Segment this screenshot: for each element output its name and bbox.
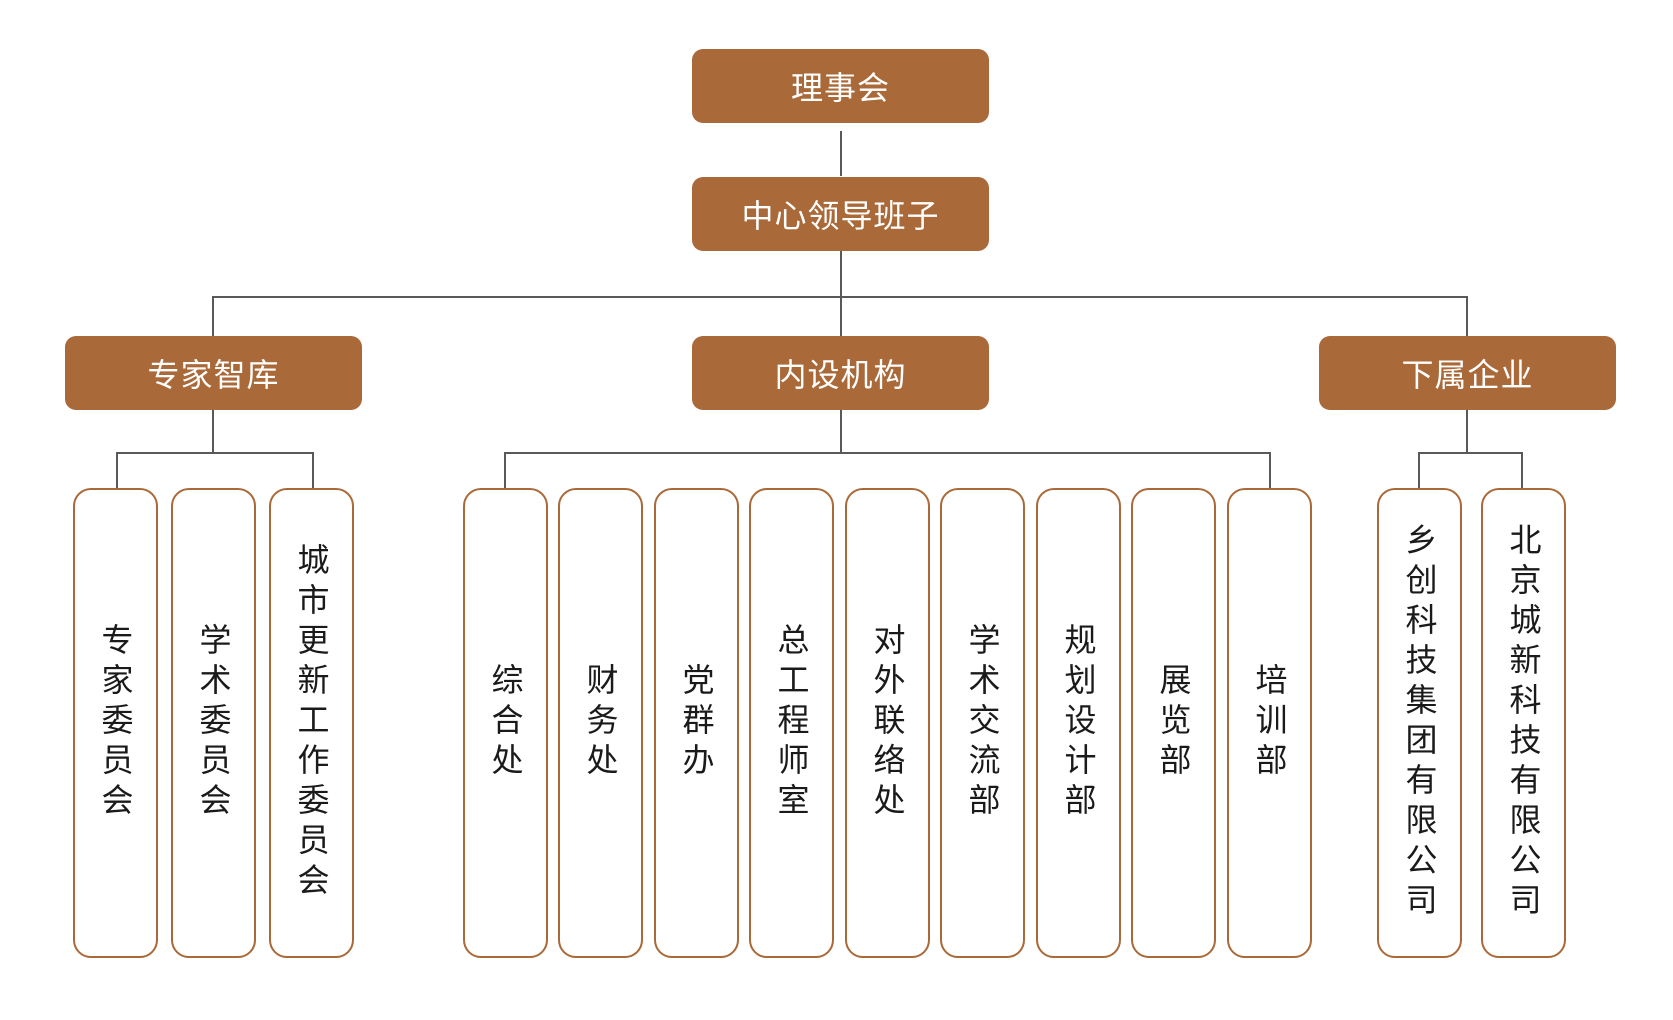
unit-label: 学术委员会 bbox=[194, 623, 233, 823]
connector-unit-2-1 bbox=[504, 452, 506, 488]
unit-label: 财务处 bbox=[581, 663, 620, 783]
root-node: 理事会 bbox=[692, 49, 989, 123]
connector-unit-1-1 bbox=[116, 452, 118, 488]
unit-label: 党群办 bbox=[677, 663, 716, 783]
unit-label: 规划设计部 bbox=[1059, 623, 1098, 823]
connector-groups-bar bbox=[212, 296, 1468, 298]
connector-group-1-down bbox=[212, 410, 214, 454]
unit-label: 总工程师室 bbox=[772, 623, 811, 823]
unit-box: 学术委员会 bbox=[171, 488, 256, 958]
unit-box: 财务处 bbox=[558, 488, 643, 958]
group-node-2: 内设机构 bbox=[692, 336, 989, 410]
unit-box: 专家委员会 bbox=[73, 488, 158, 958]
unit-box: 综合处 bbox=[463, 488, 548, 958]
unit-box: 规划设计部 bbox=[1036, 488, 1121, 958]
group-label: 内设机构 bbox=[774, 356, 907, 394]
unit-label: 专家委员会 bbox=[96, 623, 135, 823]
unit-box: 党群办 bbox=[654, 488, 739, 958]
connector-unit-1-3 bbox=[312, 452, 314, 488]
connector-group-3-bar bbox=[1418, 452, 1523, 454]
connector-unit-3-2 bbox=[1521, 452, 1523, 488]
connector-group-3-down bbox=[1466, 410, 1468, 454]
connector-leadership-down bbox=[840, 250, 842, 336]
root-label: 理事会 bbox=[790, 69, 890, 107]
unit-box: 总工程师室 bbox=[749, 488, 834, 958]
leadership-label: 中心领导班子 bbox=[741, 197, 940, 235]
unit-box: 培训部 bbox=[1227, 488, 1312, 958]
unit-box: 对外联络处 bbox=[845, 488, 930, 958]
unit-label: 展览部 bbox=[1154, 663, 1193, 783]
connector-group-1-bar bbox=[116, 452, 314, 454]
unit-box: 学术交流部 bbox=[940, 488, 1025, 958]
group-label: 专家智库 bbox=[147, 356, 280, 394]
leadership-node: 中心领导班子 bbox=[692, 177, 989, 251]
connector-root-leadership bbox=[840, 131, 842, 176]
group-node-1: 专家智库 bbox=[65, 336, 362, 410]
unit-box: 北京城新科技有限公司 bbox=[1481, 488, 1566, 958]
unit-label: 北京城新科技有限公司 bbox=[1504, 523, 1543, 923]
unit-label: 学术交流部 bbox=[963, 623, 1002, 823]
unit-label: 对外联络处 bbox=[868, 623, 907, 823]
unit-label: 培训部 bbox=[1250, 663, 1289, 783]
group-node-3: 下属企业 bbox=[1319, 336, 1616, 410]
connector-group-2-bar bbox=[504, 452, 1271, 454]
connector-to-group-1 bbox=[212, 296, 214, 336]
connector-group-2-down bbox=[840, 410, 842, 454]
group-label: 下属企业 bbox=[1401, 356, 1534, 394]
connector-to-group-3 bbox=[1466, 296, 1468, 336]
unit-box: 城市更新工作委员会 bbox=[269, 488, 354, 958]
unit-label: 乡创科技集团有限公司 bbox=[1400, 523, 1439, 923]
unit-box: 乡创科技集团有限公司 bbox=[1377, 488, 1462, 958]
connector-unit-3-1 bbox=[1418, 452, 1420, 488]
unit-box: 展览部 bbox=[1131, 488, 1216, 958]
unit-label: 城市更新工作委员会 bbox=[292, 543, 331, 903]
connector-unit-2-9 bbox=[1269, 452, 1271, 488]
unit-label: 综合处 bbox=[486, 663, 525, 783]
